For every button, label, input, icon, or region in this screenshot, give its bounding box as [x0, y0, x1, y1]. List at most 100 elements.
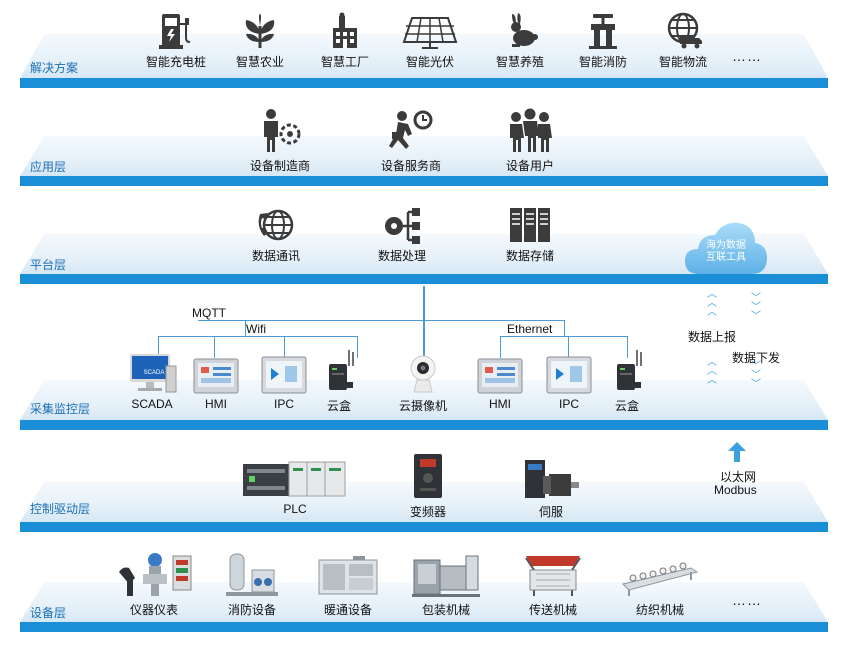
- layer-bar: [20, 622, 828, 632]
- network-link: [214, 336, 215, 358]
- ctrl-servo: 伺服: [511, 452, 591, 520]
- network-link: [568, 336, 569, 358]
- layer-bar: [20, 78, 828, 88]
- solution-ev-charger: 智能充电桩: [136, 10, 216, 70]
- hmi-panel-icon: [477, 358, 523, 394]
- cloud-tool: 海为数据 互联工具: [683, 218, 769, 278]
- app-manufacturer: 设备制造商: [240, 108, 320, 174]
- layer-label-control: 控制驱动层: [30, 502, 91, 516]
- plant-icon: [245, 14, 275, 48]
- solution-label: 智能物流: [658, 55, 707, 69]
- network-link: [564, 320, 565, 336]
- scada-screen-text: SCADA: [143, 370, 165, 376]
- app-user: 设备用户: [490, 108, 570, 174]
- chevron-down-icon: ﹀﹀﹀: [751, 361, 761, 390]
- group-users-icon: [510, 108, 552, 152]
- device-packaging: 包装机械: [406, 552, 486, 618]
- acq-label: 云盒: [326, 399, 351, 413]
- ctrl-plc: PLC: [240, 460, 350, 516]
- acq-cloud-box: 云盒: [299, 348, 379, 414]
- layer-bar: [20, 420, 828, 430]
- layer-label-application: 应用层: [30, 160, 67, 174]
- layer-bar: [20, 274, 828, 284]
- globe-phone-icon: [258, 209, 294, 241]
- platform-label: 数据通讯: [251, 249, 300, 263]
- solar-panel-icon: [402, 17, 458, 49]
- network-link: [500, 336, 501, 358]
- solution-label: 智能充电桩: [145, 55, 206, 69]
- devices-more: ……: [732, 592, 762, 608]
- person-gear-icon: [264, 109, 301, 152]
- device-label: 仪器仪表: [129, 603, 178, 617]
- data-up-label: 数据上报: [688, 330, 737, 344]
- solution-fire: 智能消防: [563, 10, 643, 70]
- device-label: 包装机械: [421, 603, 470, 617]
- servo-icon: [525, 460, 579, 498]
- acq-label: IPC: [558, 397, 579, 411]
- solution-photovoltaic: 智能光伏: [390, 10, 470, 70]
- data-down-label: 数据下发: [732, 351, 781, 365]
- solution-factory: 智慧工厂: [305, 10, 385, 70]
- cloud-icon: [685, 222, 767, 274]
- network-trunk: [423, 286, 425, 358]
- chevron-down-icon: ﹀﹀﹀: [751, 293, 761, 322]
- solutions-more: ……: [732, 48, 762, 64]
- factory-icon: [333, 12, 357, 48]
- scada-monitor-icon: [130, 354, 177, 393]
- instrument-icon: [119, 553, 192, 596]
- hmi-panel-icon: [193, 358, 239, 394]
- solution-breeding: 智慧养殖: [480, 10, 560, 70]
- acq-camera: 云摄像机: [383, 352, 463, 414]
- network-ethernet-bus2: [500, 336, 628, 337]
- ctrl-label: 伺服: [538, 505, 563, 519]
- acq-ipc: IPC: [244, 352, 324, 411]
- network-link: [158, 336, 159, 358]
- platform-storage: 数据存储: [490, 204, 570, 264]
- ctrl-inverter: 变频器: [388, 450, 468, 520]
- inverter-icon: [414, 454, 442, 498]
- conveyor-icon: [525, 556, 581, 596]
- device-label: 消防设备: [227, 603, 276, 617]
- layer-label-device: 设备层: [30, 606, 67, 620]
- app-label: 设备制造商: [249, 159, 310, 173]
- solution-agriculture: 智慧农业: [220, 10, 300, 70]
- device-hvac: 暖通设备: [308, 552, 388, 618]
- server-icon: [510, 208, 550, 242]
- platform-processing: 数据处理: [362, 204, 442, 264]
- app-service-provider: 设备服务商: [371, 108, 451, 174]
- acq-label: SCADA: [131, 397, 173, 411]
- protocol-mqtt: MQTT: [192, 306, 226, 320]
- ipc-panel-icon: [261, 356, 307, 394]
- cloud-box-icon: [329, 350, 354, 390]
- globe-truck-icon: [667, 12, 702, 49]
- rabbit-icon: [511, 13, 538, 47]
- solution-logistics: 智能物流: [643, 10, 723, 70]
- acq-label: IPC: [273, 397, 294, 411]
- protocol-wifi: Wifi: [246, 322, 266, 336]
- fire-equipment-icon: [226, 553, 278, 596]
- acq-scada: SCADA SCADA: [112, 352, 192, 411]
- layer-label-platform: 平台层: [30, 258, 67, 272]
- device-instrument: 仪器仪表: [114, 552, 194, 618]
- platform-label: 数据存储: [505, 249, 554, 263]
- ctrl-label: PLC: [283, 502, 307, 516]
- device-label: 纺织机械: [635, 603, 684, 617]
- platform-label: 数据处理: [377, 249, 426, 263]
- network-link: [284, 336, 285, 358]
- acq-hmi: HMI: [460, 352, 540, 411]
- app-label: 设备服务商: [380, 159, 441, 173]
- control-protocol-ethernet: 以太网: [720, 470, 757, 484]
- platform-communication: 数据通讯: [236, 204, 316, 264]
- acq-label: HMI: [489, 397, 511, 411]
- device-label: 暖通设备: [323, 603, 372, 617]
- layer-bar: [20, 522, 828, 532]
- fire-hydrant-icon: [589, 14, 617, 49]
- network-link: [357, 336, 358, 358]
- device-fire-equipment: 消防设备: [212, 552, 292, 618]
- textile-machine-icon: [622, 562, 699, 596]
- device-textile: 纺织机械: [620, 552, 700, 618]
- arrow-up-icon: [727, 440, 747, 464]
- device-conveyor: 传送机械: [513, 552, 593, 618]
- protocol-ethernet: Ethernet: [507, 322, 553, 336]
- running-clock-icon: [389, 110, 433, 149]
